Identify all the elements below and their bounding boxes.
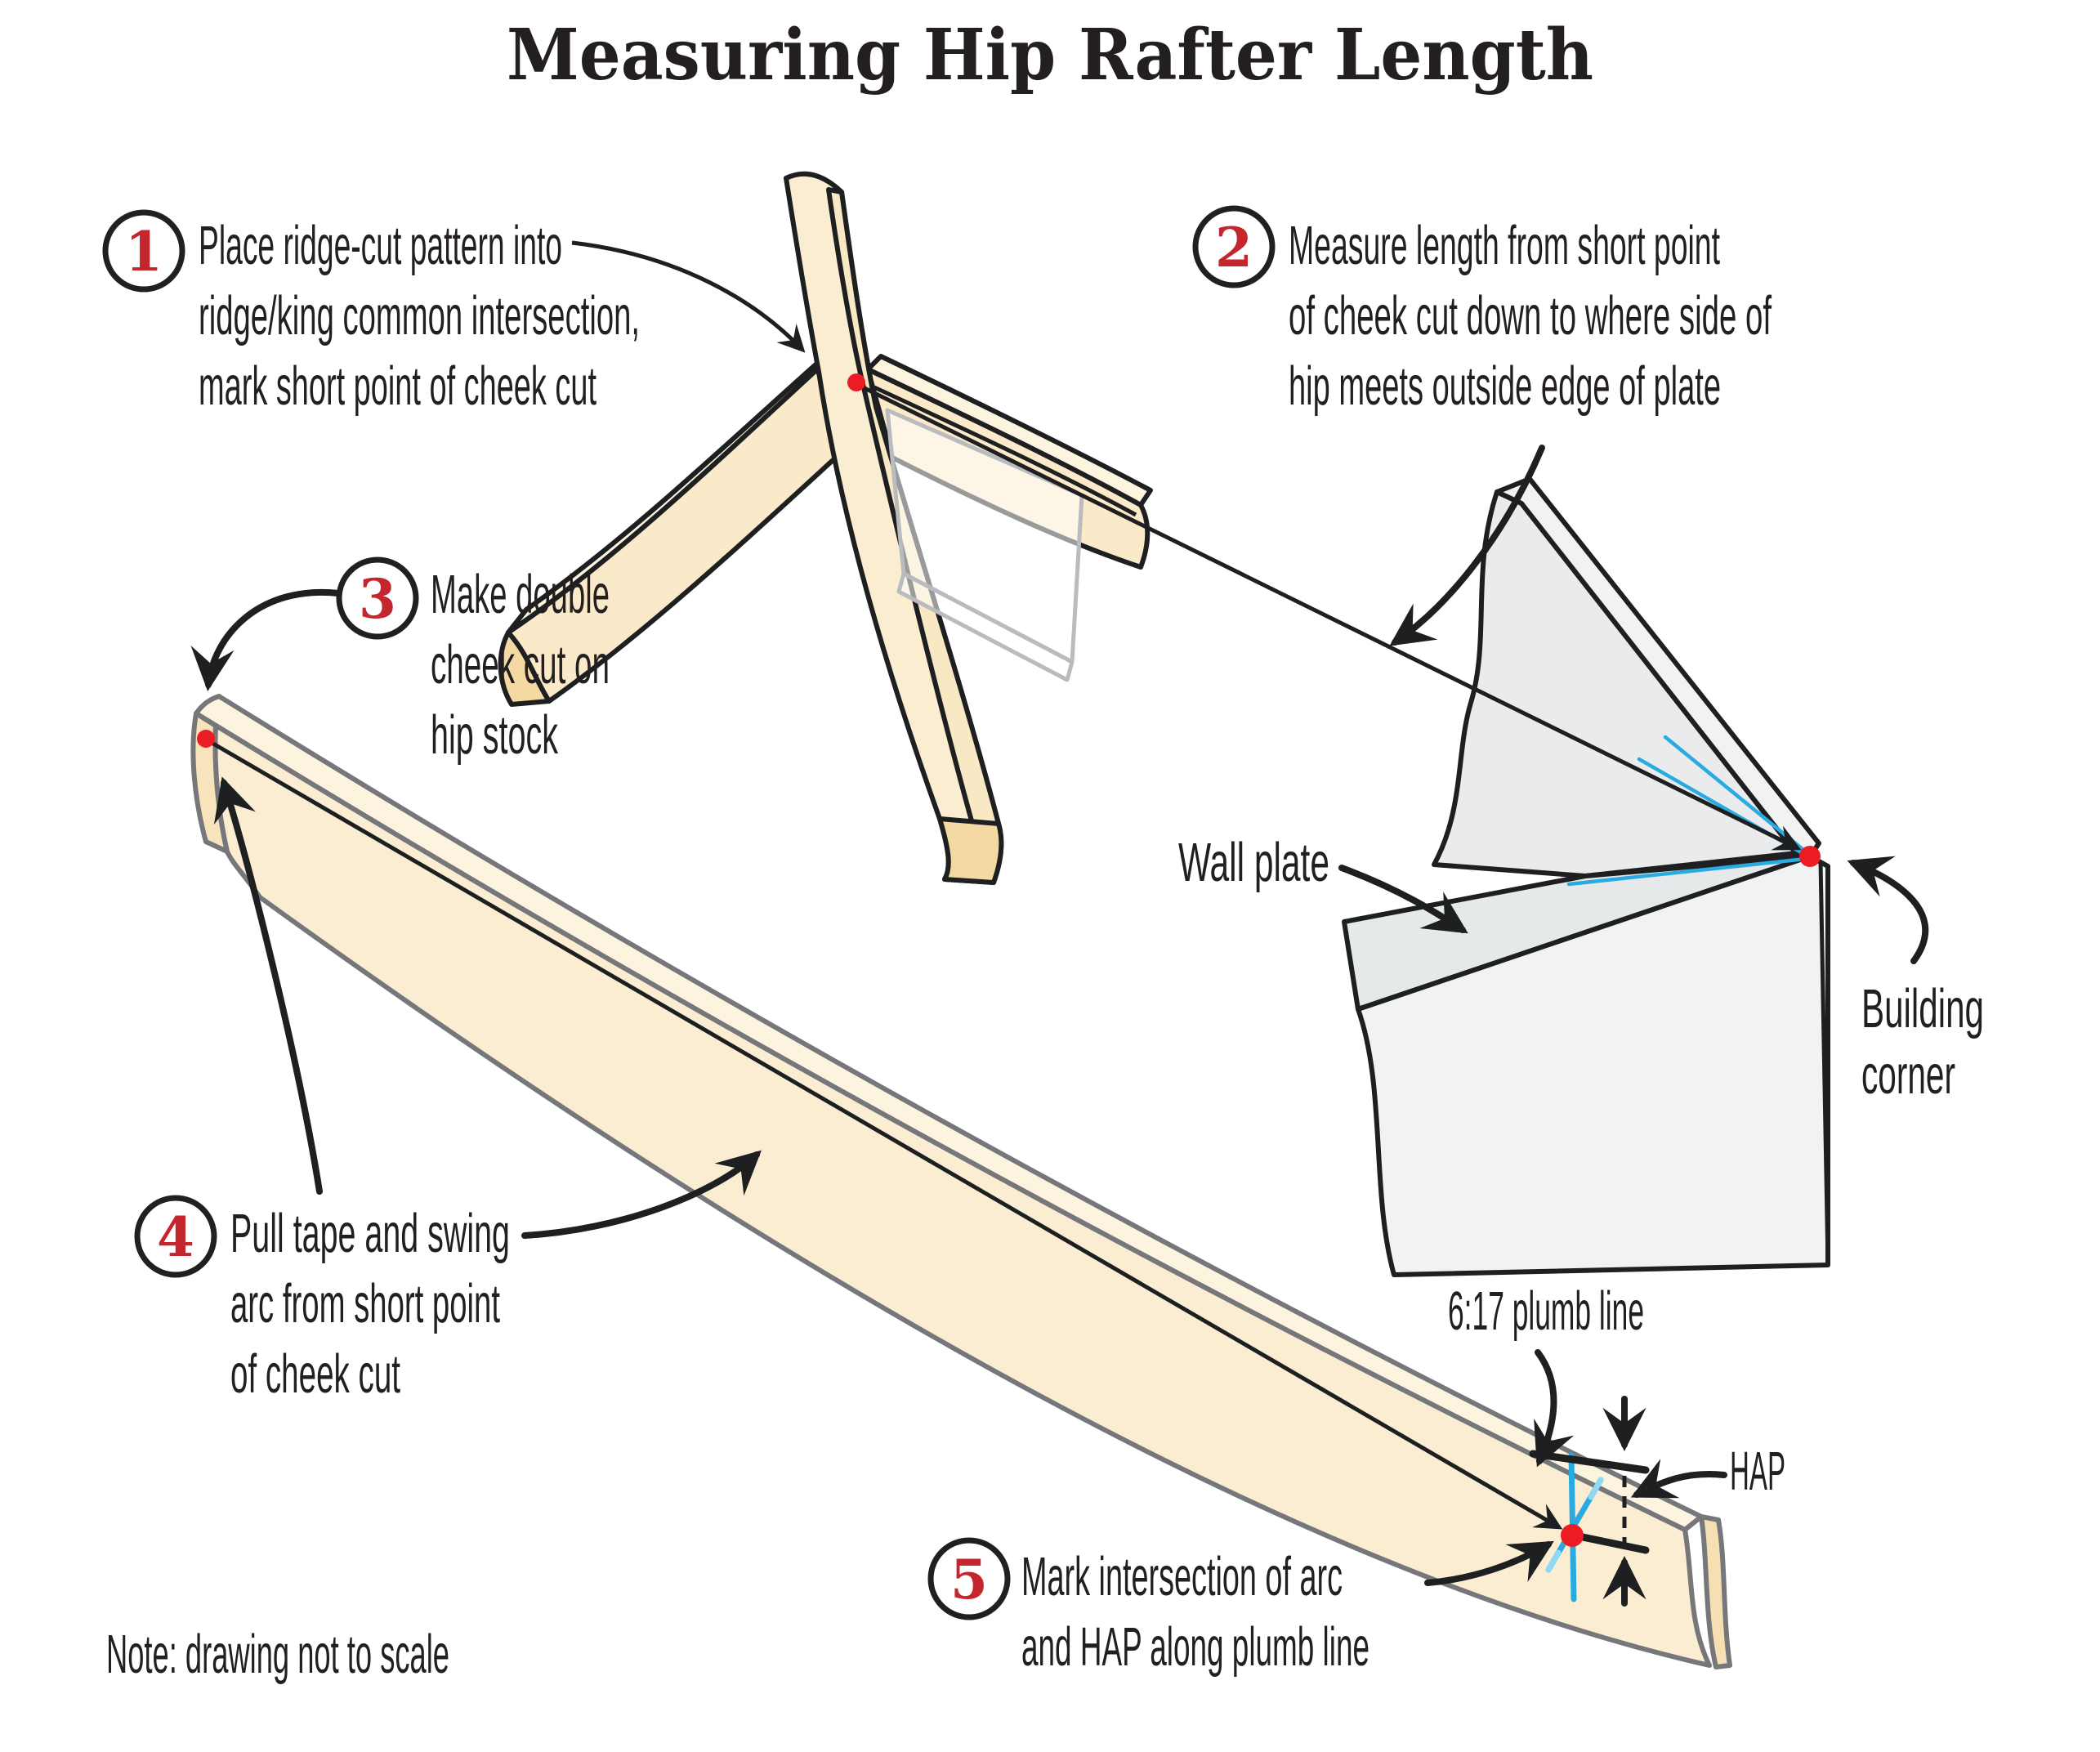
callout-number-4: 4	[157, 1205, 194, 1269]
callout4-arrow-to-tape-line	[521, 1150, 762, 1239]
measure-length-line-arrow	[861, 385, 1802, 851]
callout-number-1: 1	[125, 220, 163, 284]
building-corner-front-face	[1356, 854, 1830, 1277]
ridge-king-intersection-figure	[498, 171, 1153, 885]
building-corner-dot	[1799, 846, 1821, 867]
callout-badge-4: 4	[134, 1195, 217, 1278]
callout2-arrow	[1389, 445, 1545, 646]
step1-line2: ridge/king common intersection,	[199, 285, 640, 346]
callout-circle-2	[1192, 205, 1276, 288]
step4-line3: of cheek cut	[230, 1343, 400, 1405]
callout-circle-4	[134, 1195, 217, 1278]
hap-label-arrow	[1630, 1459, 1727, 1499]
step2-line3: hip meets outside edge of plate	[1289, 355, 1721, 417]
corner-vertical-edge	[1818, 860, 1830, 1266]
plumb-line-label-arrow	[1534, 1349, 1575, 1468]
seat-cut-line-3	[1566, 856, 1808, 887]
callout-number-2: 2	[1215, 216, 1253, 279]
page-title: Measuring Hip Rafter Length	[507, 14, 1593, 96]
step3-line3: hip stock	[431, 704, 558, 766]
tape-measure-line-arrow	[206, 738, 1563, 1530]
arc-hap-intersection-dot	[1561, 1524, 1584, 1547]
step4-line1: Pull tape and swing	[230, 1203, 510, 1264]
callout1-arrow	[571, 240, 806, 353]
king-common-end-grain	[937, 816, 1004, 885]
callout-text-2: Measure length from short point of cheek…	[1289, 215, 1772, 417]
wall-plate-figure	[1342, 476, 1830, 1277]
ridge-left-front-face	[506, 367, 851, 704]
step5-line2: and HAP along plumb line	[1021, 1616, 1369, 1678]
callout-number-5: 5	[950, 1548, 988, 1611]
ghost-pattern-piece-edge	[896, 571, 1075, 682]
plumb-line-label: 6:17 plumb line	[1448, 1280, 1644, 1342]
wall-plate-arrow	[1338, 865, 1468, 934]
callout3-arrow	[190, 588, 342, 691]
callout-badge-3: 3	[336, 556, 419, 640]
step1-line3: mark short point of cheek cut	[199, 355, 596, 417]
hip-tail-end-grain	[1699, 1514, 1732, 1669]
callout-circle-1	[102, 209, 185, 293]
callout-text-4: Pull tape and swing arc from short point…	[230, 1203, 510, 1405]
hip-short-point-dot	[197, 730, 215, 748]
step1-line1: Place ridge-cut pattern into	[199, 215, 562, 276]
callout4-arrow-to-short-point	[213, 776, 323, 1195]
callout-text-5: Mark intersection of arc and HAP along p…	[1021, 1546, 1369, 1678]
ridge-short-point-dot	[847, 373, 865, 391]
hap-label: HAP	[1730, 1441, 1785, 1502]
step2-line2: of cheek cut down to where side of	[1289, 285, 1772, 346]
callout-circle-3	[336, 556, 419, 640]
building-corner-label-line2: corner	[1861, 1044, 1955, 1106]
ridge-cut-seam-line	[873, 385, 1137, 517]
step3-line1: Make double	[431, 564, 610, 625]
building-corner-arrow	[1847, 856, 1928, 964]
callout5-arrow	[1424, 1540, 1554, 1586]
step4-line2: arc from short point	[230, 1273, 500, 1334]
callout-text-1: Place ridge-cut pattern into ridge/king …	[199, 215, 640, 417]
scale-note: Note: drawing not to scale	[106, 1624, 449, 1685]
wall-plate-label: Wall plate	[1178, 832, 1329, 893]
step3-line2: cheek cut on	[431, 634, 610, 695]
callout-text-3: Make double cheek cut on hip stock	[431, 564, 610, 766]
step5-line1: Mark intersection of arc	[1021, 1546, 1343, 1607]
callout-number-3: 3	[359, 567, 396, 631]
step2-line1: Measure length from short point	[1289, 215, 1720, 276]
callout-circle-5	[927, 1537, 1011, 1620]
building-corner-label-line1: Building	[1861, 978, 1984, 1039]
callout-badge-5: 5	[927, 1537, 1011, 1620]
hap-lower-tick	[1575, 1532, 1650, 1554]
right-plate-side-face	[1432, 489, 1798, 878]
arc-line-fade2	[1588, 1477, 1604, 1500]
hip-front-face	[194, 711, 1712, 1668]
callout-badge-2: 2	[1192, 205, 1276, 288]
callout-badge-1: 1	[102, 209, 185, 293]
